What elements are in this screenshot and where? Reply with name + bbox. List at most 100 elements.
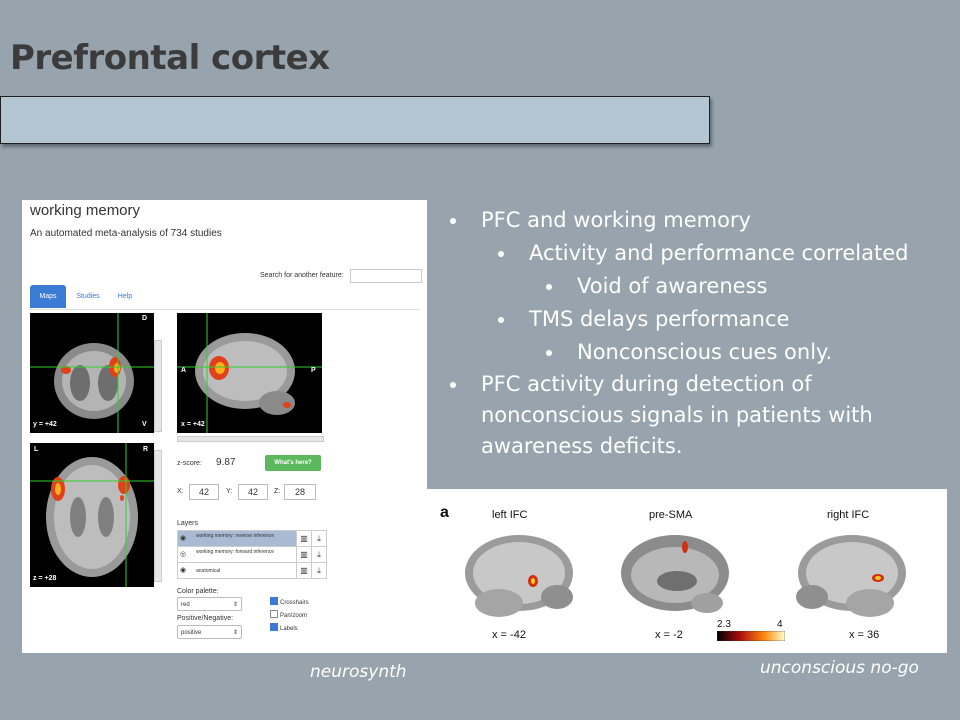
bullet-item: PFC and working memory: [450, 208, 751, 232]
bullet-text: Nonconscious cues only.: [577, 340, 833, 364]
axial-right-label: R: [143, 446, 149, 453]
panzoom-label: Pan/zoom: [280, 613, 308, 619]
crosshairs-checkbox[interactable]: Crosshairs: [270, 597, 309, 606]
z-coordinate-input[interactable]: 28: [284, 484, 316, 500]
eye-icon[interactable]: ◉: [180, 535, 187, 542]
bullet-text: PFC and working memory: [481, 208, 751, 232]
bullet-item: TMS delays performance: [498, 307, 789, 331]
checkbox-unchecked-icon[interactable]: [270, 610, 278, 618]
left-ifc-brain-image: [465, 535, 573, 617]
bullet-continuation: nonconscious signals in patients with: [481, 403, 873, 427]
trash-icon[interactable]: ▥: [296, 531, 311, 546]
brain-title: right IFC: [827, 509, 870, 521]
zscore-label: z-score:: [177, 460, 202, 467]
bullet-item: Nonconscious cues only.: [546, 340, 832, 364]
sagittal-slider[interactable]: [177, 436, 324, 442]
coronal-slider[interactable]: [154, 340, 162, 432]
sagittal-left-label: A: [181, 367, 187, 374]
checkbox-checked-icon[interactable]: [270, 597, 278, 605]
panzoom-checkbox[interactable]: Pan/zoom: [270, 610, 307, 619]
ns-search-input[interactable]: [350, 269, 422, 283]
tab-help[interactable]: Help: [117, 293, 133, 300]
bullet-text: Void of awareness: [577, 274, 768, 298]
layers-label: Layers: [177, 520, 199, 527]
posneg-label: Positive/Negative:: [177, 615, 234, 622]
ns-title: working memory: [30, 202, 141, 219]
zscore-value: 9.87: [216, 457, 236, 468]
bullet-text: TMS delays performance: [529, 307, 790, 331]
colorbar: [717, 631, 785, 641]
pre-sma-brain-image: [621, 535, 729, 613]
labels-label: Labels: [280, 626, 298, 632]
caption-unconscious-no-go: unconscious no-go: [760, 658, 919, 678]
coronal-top-label: D: [142, 315, 148, 322]
color-palette-label: Color palette:: [177, 588, 219, 595]
download-icon[interactable]: ⤓: [311, 547, 326, 562]
coronal-view[interactable]: D V y = +42: [30, 313, 154, 433]
colorbar-max-label: 4: [777, 619, 783, 630]
tab-maps[interactable]: Maps: [30, 285, 66, 308]
axial-slider[interactable]: [154, 450, 162, 582]
bullet-dot-icon: [450, 218, 456, 224]
layer-name: working memory: reverse inference: [196, 533, 275, 539]
slide-title: Prefrontal cortex: [10, 38, 330, 78]
bullet-text: PFC activity during detection of: [481, 372, 812, 396]
bullet-dot-icon: [498, 317, 504, 323]
bullet-dot-icon: [546, 350, 552, 356]
y-label: Y:: [226, 488, 233, 495]
bullet-text: Activity and performance correlated: [529, 241, 909, 265]
coronal-brain-image: [30, 313, 154, 433]
bullet-item: Void of awareness: [546, 274, 767, 298]
coronal-bottom-label: V: [142, 421, 147, 428]
brain-coordinate: x = -2: [655, 629, 683, 641]
eye-icon[interactable]: ◉: [180, 567, 187, 574]
bullet-item: Activity and performance correlated: [498, 241, 909, 265]
title-bar: [0, 96, 710, 144]
coronal-coord: y = +42: [33, 421, 57, 428]
axial-left-label: L: [34, 446, 39, 453]
eye-off-icon[interactable]: ◎: [180, 551, 187, 558]
crosshairs-label: Crosshairs: [280, 600, 309, 606]
bullet-dot-icon: [498, 251, 504, 257]
caption-neurosynth: neurosynth: [310, 662, 407, 682]
neurosynth-panel: working memory An automated meta-analysi…: [22, 200, 427, 653]
y-coordinate-input[interactable]: 42: [238, 484, 268, 500]
trash-icon[interactable]: ▥: [296, 563, 311, 578]
layer-name: working memory: forward inference: [196, 549, 275, 555]
ns-search-label: Search for another feature:: [260, 272, 344, 279]
x-coordinate-input[interactable]: 42: [189, 484, 219, 500]
trash-icon[interactable]: ▥: [296, 547, 311, 562]
layer-row[interactable]: ◉ working memory: reverse inference ▥ ⤓: [177, 530, 327, 547]
sagittal-view[interactable]: A P x = +42: [177, 313, 322, 433]
layer-row[interactable]: ◉ anatomical ▥ ⤓: [177, 562, 327, 579]
download-icon[interactable]: ⤓: [311, 563, 326, 578]
layer-row[interactable]: ◎ working memory: forward inference ▥ ⤓: [177, 546, 327, 563]
color-palette-value: red: [181, 602, 190, 608]
right-ifc-brain-image: [796, 535, 906, 617]
bullet-item: PFC activity during detection of: [450, 372, 812, 396]
z-label: Z:: [274, 488, 281, 495]
sagittal-coord: x = +42: [181, 421, 205, 428]
checkbox-checked-icon[interactable]: [270, 623, 278, 631]
sagittal-brain-image: [177, 313, 322, 433]
download-icon[interactable]: ⤓: [311, 531, 326, 546]
whats-here-button[interactable]: What's here?: [265, 455, 321, 471]
posneg-select[interactable]: positive ⇕: [177, 625, 242, 639]
bullet-dot-icon: [450, 382, 456, 388]
panel-letter: a: [440, 504, 449, 521]
select-caret-icon: ⇕: [232, 602, 238, 608]
labels-checkbox[interactable]: Labels: [270, 623, 298, 632]
select-caret-icon: ⇕: [232, 630, 238, 636]
axial-coord: z = +28: [33, 575, 57, 582]
bullet-continuation: awareness deficits.: [481, 434, 683, 458]
layer-name: anatomical: [196, 568, 221, 574]
posneg-value: positive: [181, 630, 202, 636]
tab-studies[interactable]: Studies: [76, 293, 100, 300]
sagittal-right-label: P: [311, 367, 316, 374]
color-palette-select[interactable]: red ⇕: [177, 597, 242, 611]
x-label: X:: [177, 488, 184, 495]
axial-brain-image: [30, 443, 154, 587]
axial-view[interactable]: L R z = +28: [30, 443, 154, 587]
brain-coordinate: x = 36: [849, 629, 880, 641]
ns-tabs: Maps Studies Help: [30, 285, 420, 310]
